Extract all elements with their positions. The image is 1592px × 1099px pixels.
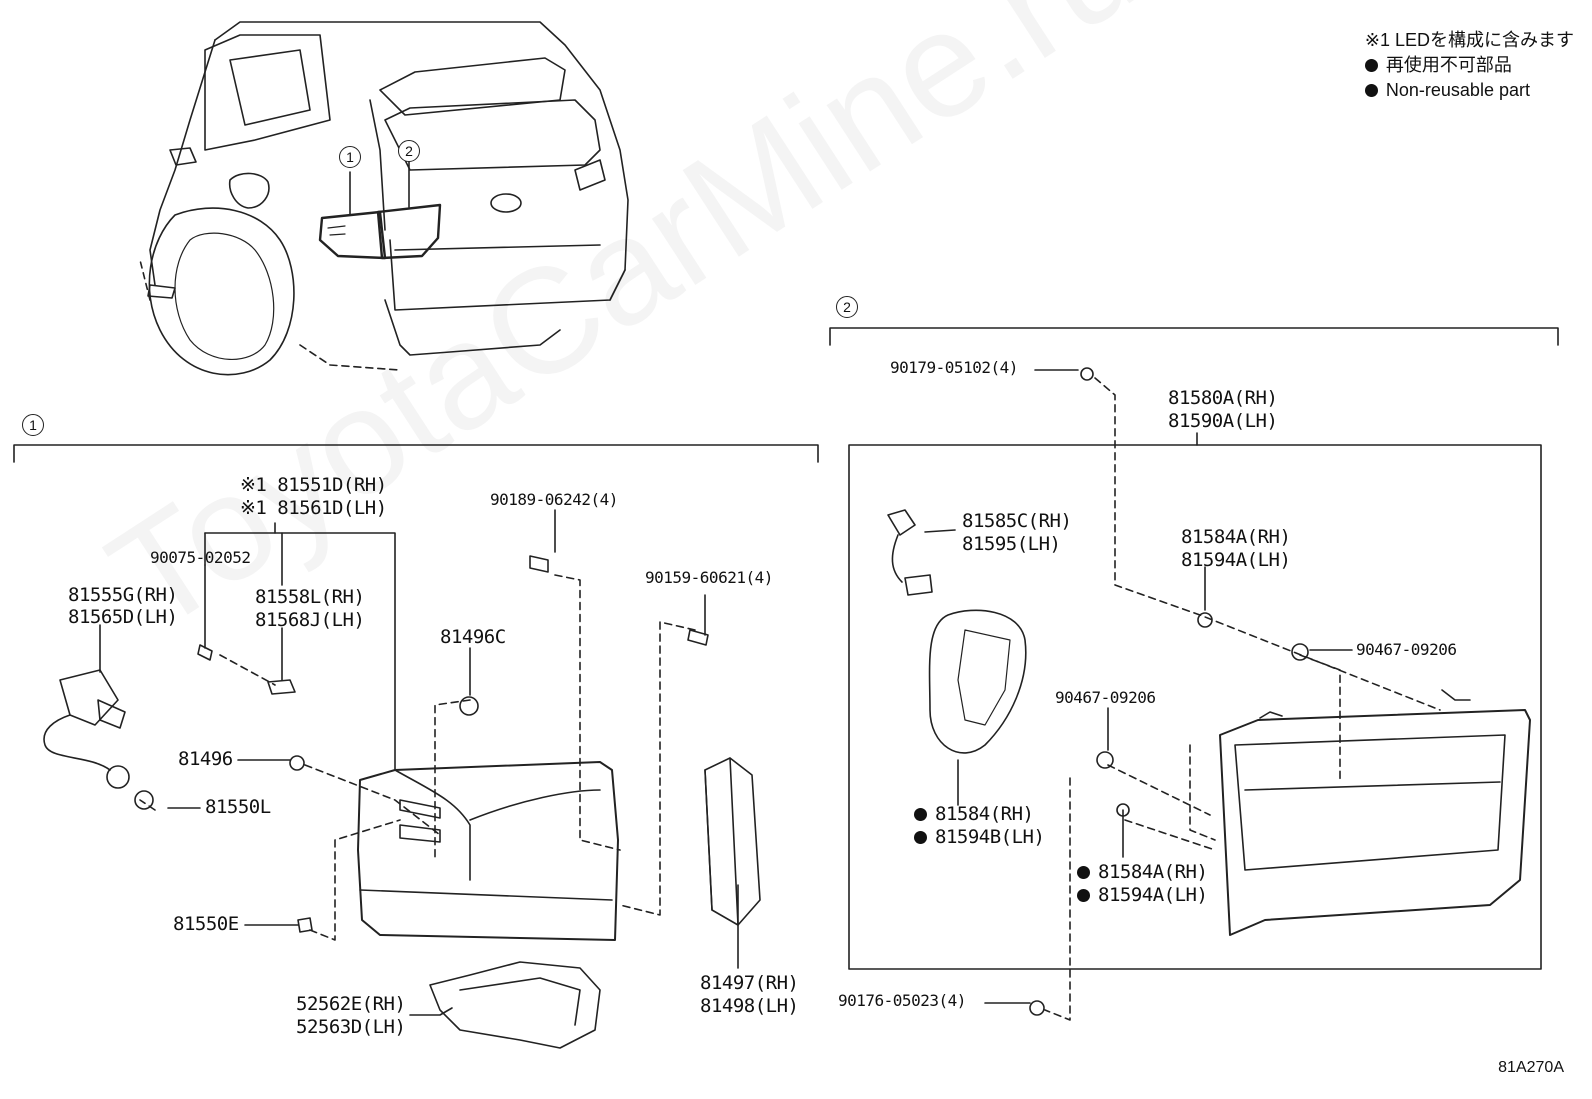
part-label: 81496 xyxy=(178,748,233,770)
part-label-non-reusable: 81594B(LH) xyxy=(914,826,1045,848)
part-label: 90189-06242(4) xyxy=(490,490,618,509)
part-label: 81498(LH) xyxy=(700,995,799,1017)
part-label: 81496C xyxy=(440,626,506,648)
part-label: 81594A(LH) xyxy=(1181,549,1291,571)
legend-non-reusable-en: Non-reusable part xyxy=(1364,78,1574,103)
bullet-icon xyxy=(1364,59,1378,72)
part-label: 90159-60621(4) xyxy=(645,568,773,587)
part-label: 52562E(RH) xyxy=(296,993,406,1015)
callout-1-top: 1 xyxy=(339,146,361,168)
part-label: 81590A(LH) xyxy=(1168,410,1278,432)
reflector-strip xyxy=(704,757,761,926)
part-label: 90075-02052 xyxy=(150,548,251,567)
legend-led-note: ※1 LEDを構成に含みます xyxy=(1364,30,1574,50)
gasket xyxy=(928,609,1027,754)
part-label: 81585C(RH) xyxy=(962,510,1072,532)
legend: ※1 LEDを構成に含みます 再使用不可部品 Non-reusable part xyxy=(1364,28,1574,103)
bullet-icon xyxy=(914,831,927,844)
callout-2-top: 2 xyxy=(398,140,420,162)
bullet-icon xyxy=(1077,889,1090,902)
part-label: 81565D(LH) xyxy=(68,606,178,628)
part-label: 81595(LH) xyxy=(962,533,1061,555)
part-label: 81568J(LH) xyxy=(255,609,365,631)
part-label: 81555G(RH) xyxy=(68,584,178,606)
inner-lamp-assembly xyxy=(1219,689,1531,936)
part-label-non-reusable: 81584(RH) xyxy=(914,803,1034,825)
legend-non-reusable-jp: 再使用不可部品 xyxy=(1364,53,1574,78)
callout-2-group: 2 xyxy=(836,296,858,318)
part-label: 90467-09206 xyxy=(1055,688,1156,707)
callout-1-group: 1 xyxy=(22,414,44,436)
vehicle-illustration xyxy=(139,21,629,376)
diagram-code: 81A270A xyxy=(1498,1059,1564,1076)
part-label-non-reusable: 81594A(LH) xyxy=(1077,884,1208,906)
part-label: 81584A(RH) xyxy=(1181,526,1291,548)
part-label: 90467-09206 xyxy=(1356,640,1457,659)
part-label: 81550E xyxy=(173,913,239,935)
part-label: ※1 81561D(LH) xyxy=(240,497,387,519)
part-label: 81497(RH) xyxy=(700,972,799,994)
bullet-icon xyxy=(914,808,927,821)
bullet-icon xyxy=(1364,84,1378,97)
bullet-icon xyxy=(1077,866,1090,879)
wire-connector-2 xyxy=(887,509,933,596)
part-label: 52563D(LH) xyxy=(296,1016,406,1038)
socket-wire-harness xyxy=(43,669,130,789)
part-label: 81558L(RH) xyxy=(255,586,365,608)
part-label: 90176-05023(4) xyxy=(838,991,966,1010)
part-label: 81550L xyxy=(205,796,271,818)
bracket-bottom xyxy=(429,961,601,1049)
tail-lamp-housing-outer xyxy=(357,761,619,941)
part-label: 90179-05102(4) xyxy=(890,358,1018,377)
part-label: ※1 81551D(RH) xyxy=(240,474,387,496)
part-label: 81580A(RH) xyxy=(1168,387,1278,409)
part-label-non-reusable: 81584A(RH) xyxy=(1077,861,1208,883)
